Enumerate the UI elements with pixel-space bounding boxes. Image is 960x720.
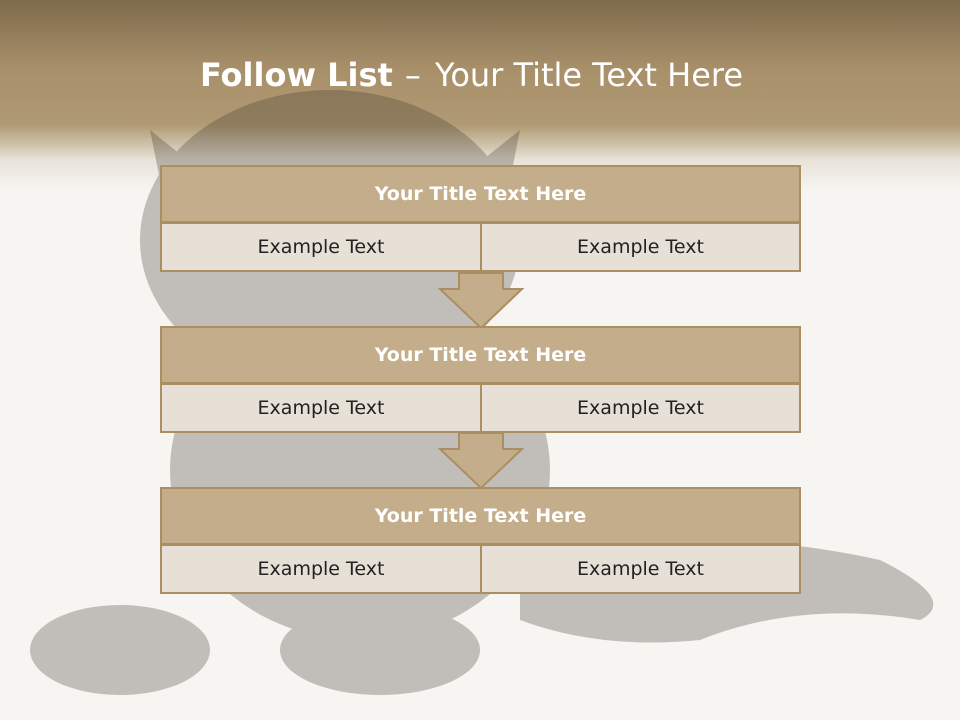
list-block-2: Your Title Text Here Example Text Exampl… [160,326,801,433]
block-cell-left: Example Text [160,544,482,594]
slide-title: Follow List– Your Title Text Here [0,52,943,98]
slide-title-bold: Follow List [199,56,393,94]
block-cell-left: Example Text [160,383,482,433]
block-title: Your Title Text Here [160,165,801,223]
block-cell-right: Example Text [480,222,801,272]
down-arrow-icon [438,272,524,330]
block-cell-right: Example Text [480,544,801,594]
block-title: Your Title Text Here [160,487,801,545]
slide-title-rest: Your Title Text Here [435,56,744,94]
slide-title-separator: – [404,56,421,94]
block-title: Your Title Text Here [160,326,801,384]
list-block-3: Your Title Text Here Example Text Exampl… [160,487,801,594]
block-cell-left: Example Text [160,222,482,272]
down-arrow-icon [438,432,524,490]
block-cell-right: Example Text [480,383,801,433]
header-band [0,0,960,190]
list-block-1: Your Title Text Here Example Text Exampl… [160,165,801,272]
